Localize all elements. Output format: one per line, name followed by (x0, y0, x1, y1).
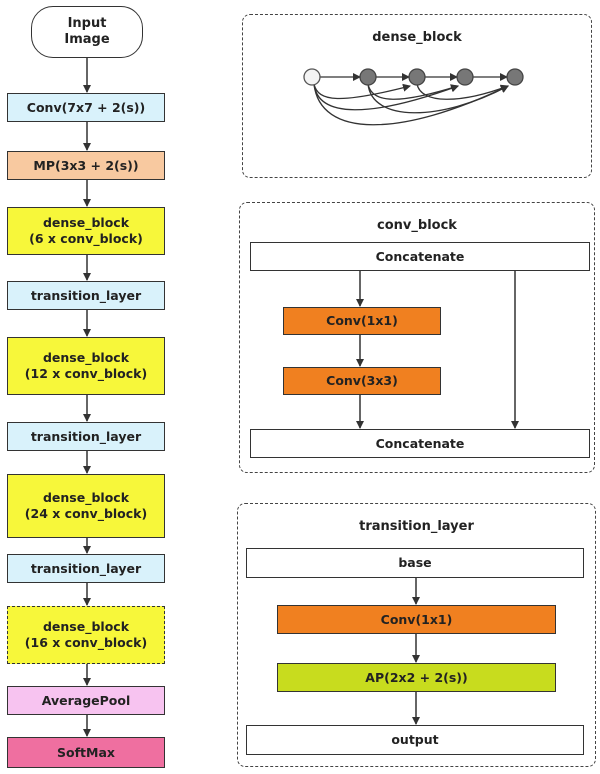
transition-layer-1-node: transition_layer (7, 281, 165, 310)
transition-layer-panel-title: transition_layer (359, 519, 474, 534)
input-image-node: Input Image (31, 6, 143, 58)
dense-block-2-node: dense_block (12 x conv_block) (7, 337, 165, 395)
average-pool-2x2-node: AP(2x2 + 2(s)) (277, 663, 556, 692)
transition-conv-1x1-node: Conv(1x1) (277, 605, 556, 634)
base-node: base (246, 548, 584, 578)
dense-node-4 (506, 68, 524, 86)
average-pool-node: AveragePool (7, 686, 165, 715)
dense-node-1 (359, 68, 377, 86)
dense-node-input (303, 68, 321, 86)
conv-block-panel (239, 202, 595, 473)
conv-3x3-node: Conv(3x3) (283, 367, 441, 395)
output-node: output (246, 725, 584, 755)
dense-block-4-node: dense_block (16 x conv_block) (7, 606, 165, 664)
maxpool-node: MP(3x3 + 2(s)) (7, 151, 165, 180)
transition-layer-3-node: transition_layer (7, 554, 165, 583)
dense-block-panel-title: dense_block (372, 30, 462, 45)
concatenate-top-node: Concatenate (250, 242, 590, 271)
concatenate-bottom-node: Concatenate (250, 429, 590, 458)
dense-node-3 (456, 68, 474, 86)
softmax-node: SoftMax (7, 737, 165, 768)
dense-node-2 (408, 68, 426, 86)
dense-block-3-node: dense_block (24 x conv_block) (7, 474, 165, 538)
transition-layer-2-node: transition_layer (7, 422, 165, 451)
dense-block-panel (242, 14, 592, 178)
transition-layer-panel (237, 503, 596, 767)
dense-block-1-node: dense_block (6 x conv_block) (7, 207, 165, 255)
conv-7x7-node: Conv(7x7 + 2(s)) (7, 93, 165, 122)
dense-connections (313, 73, 509, 126)
conv-1x1-node: Conv(1x1) (283, 307, 441, 335)
conv-block-panel-title: conv_block (377, 218, 457, 233)
